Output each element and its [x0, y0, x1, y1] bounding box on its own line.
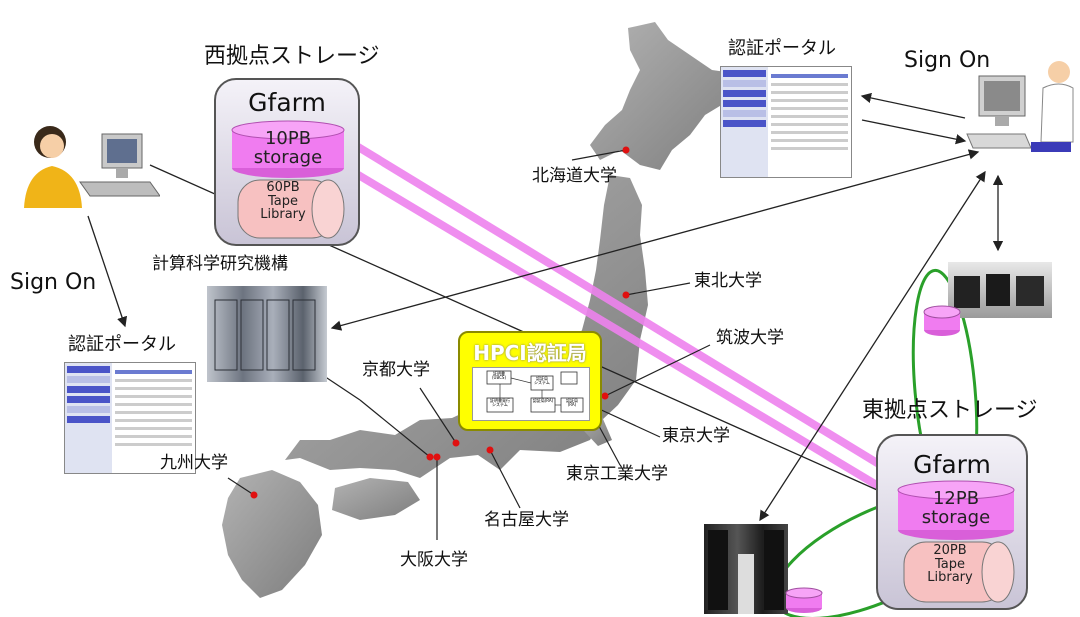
portal-right-label: 認証ポータル — [728, 38, 836, 59]
portal-left-screenshot — [64, 362, 196, 474]
hpci-ca-box: HPCI認証局 証明書 (UBCS) 認証局 システム 証明書発行 システム 認… — [458, 331, 602, 431]
dot-hokkaido — [622, 146, 630, 154]
west-disk-label: 10PB storage — [253, 128, 323, 168]
center-label: 計算科学研究機構 — [152, 254, 288, 274]
user-left-icon — [24, 126, 160, 208]
east-gfarm-label: Gfarm — [913, 450, 991, 479]
university-label-tohoku: 東北大学 — [694, 271, 762, 291]
k-computer-photo — [207, 286, 327, 382]
dot-osaka — [433, 453, 441, 461]
east-disk-label: 12PB storage — [921, 488, 991, 528]
hpci-ca-title: HPCI認証局 — [473, 341, 587, 365]
map-shikoku — [332, 478, 420, 520]
ca-box-2: 認証局 システム — [534, 376, 550, 386]
map-kyushu — [222, 470, 322, 598]
portal-right-screenshot — [720, 66, 852, 178]
map-hokkaido — [590, 22, 740, 170]
west-gfarm-label: Gfarm — [248, 88, 326, 117]
dot-tohoku — [622, 291, 630, 299]
arrow-user-left-to-portal — [87, 215, 128, 328]
ca-box-3: 証明書発行 システム — [490, 398, 510, 408]
university-label-nagoya: 名古屋大学 — [484, 510, 569, 530]
ca-box-4: 認証局(RA) — [532, 398, 554, 403]
server-room-photo — [704, 524, 788, 614]
disk-icon-top — [923, 305, 961, 336]
disk-icon-bottom — [785, 587, 823, 613]
east-tape-label: 20PB Tape Library — [927, 543, 973, 586]
west-tape-label: 60PB Tape Library — [260, 180, 306, 223]
portal-left-label: 認証ポータル — [68, 334, 176, 355]
university-label-tsukuba: 筑波大学 — [716, 328, 784, 348]
dot-kyushu — [250, 491, 258, 499]
dot-kobe — [426, 453, 434, 461]
university-label-tokyo-tech: 東京工業大学 — [566, 464, 668, 484]
arrow-user-right-to-portal — [861, 119, 967, 145]
sign-on-left-label: Sign On — [10, 270, 97, 295]
ca-box-1: 証明書 (UBCS) — [491, 371, 507, 381]
user-right-icon — [966, 61, 1074, 152]
university-label-tokyo: 東京大学 — [662, 426, 730, 446]
dot-nagoya — [486, 446, 494, 454]
east-storage-title: 東拠点ストレージ — [862, 398, 1038, 423]
hpci-ca-diagram: 証明書 (UBCS) 認証局 システム 証明書発行 システム 認証局(RA) 認… — [472, 367, 590, 421]
university-label-kyoto: 京都大学 — [362, 360, 430, 380]
east-disk-cylinder-icon — [897, 480, 1015, 540]
arrow-portal-to-user-right — [860, 92, 966, 119]
east-storage-box: Gfarm 12PB storage 20PB Tape Library — [876, 434, 1028, 610]
university-label-hokkaido: 北海道大学 — [532, 166, 617, 186]
west-tape-cylinder-icon — [237, 179, 345, 239]
supercomputer-photo-top — [948, 262, 1052, 318]
ca-box-5: 認証局 (RA) — [566, 398, 578, 408]
west-disk-cylinder-icon — [231, 120, 345, 178]
sign-on-right-label: Sign On — [904, 48, 991, 73]
arrow-user-right-to-east-server — [759, 170, 986, 522]
west-storage-title: 西拠点ストレージ — [204, 44, 380, 69]
university-label-osaka: 大阪大学 — [400, 550, 468, 570]
east-tape-cylinder-icon — [903, 541, 1015, 603]
university-label-kyushu: 九州大学 — [160, 453, 228, 473]
west-storage-box: Gfarm 10PB storage 60PB Tape Library — [214, 78, 360, 246]
arrow-user-right-to-center — [330, 149, 980, 331]
dot-tsukuba — [601, 392, 609, 400]
dot-kyoto — [452, 439, 460, 447]
